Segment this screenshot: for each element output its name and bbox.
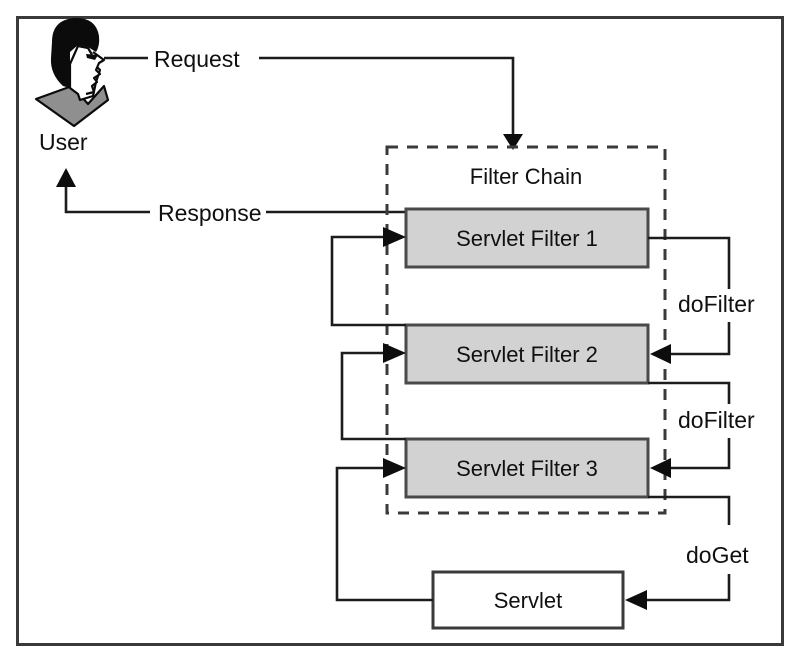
user-head-profile-icon bbox=[34, 17, 110, 128]
return-filter2-to-filter1-arrow-head bbox=[383, 227, 406, 247]
request-line bbox=[259, 56, 515, 136]
dofilter-label-1: doFilter bbox=[678, 291, 755, 317]
response-label: Response bbox=[158, 200, 262, 226]
request-label: Request bbox=[154, 46, 240, 72]
filter-chain-title: Filter Chain bbox=[470, 164, 582, 189]
filter-chain-container bbox=[385, 145, 667, 515]
doget-line-bottom bbox=[645, 574, 731, 602]
doget-arrow-head bbox=[625, 590, 647, 610]
return-filter3-to-filter2-arrow-head bbox=[383, 343, 406, 363]
doget-label: doGet bbox=[686, 542, 749, 568]
servlet-filter-3: Servlet Filter 3 bbox=[404, 437, 650, 499]
servlet-label: Servlet bbox=[494, 588, 562, 613]
dofilter-label-2: doFilter bbox=[678, 407, 755, 433]
return-servlet-to-filter3-line bbox=[335, 466, 433, 602]
dofilter-2-line-bottom bbox=[669, 438, 731, 470]
doget-line-top bbox=[648, 495, 731, 525]
dofilter-1-line-top bbox=[648, 236, 731, 289]
servlet-box: Servlet bbox=[431, 570, 625, 630]
dofilter-1-line-bottom bbox=[669, 322, 731, 356]
request-arrow-head bbox=[503, 134, 523, 150]
user-label: User bbox=[39, 129, 88, 155]
diagram-frame bbox=[16, 16, 784, 646]
response-line-left bbox=[64, 185, 150, 214]
servlet-filter-1-label: Servlet Filter 1 bbox=[456, 226, 598, 251]
servlet-filter-3-label: Servlet Filter 3 bbox=[456, 456, 598, 481]
dofilter-2-arrow-head bbox=[650, 458, 671, 478]
response-arrow-head bbox=[56, 168, 76, 187]
dofilter-1-arrow-head bbox=[650, 344, 671, 364]
return-servlet-to-filter3-arrow-head bbox=[383, 458, 406, 478]
dofilter-2-line-top bbox=[648, 381, 731, 404]
return-filter2-to-filter1-line bbox=[330, 235, 406, 327]
servlet-filter-2: Servlet Filter 2 bbox=[404, 323, 650, 385]
servlet-filter-2-label: Servlet Filter 2 bbox=[456, 342, 598, 367]
return-filter3-to-filter2-line bbox=[340, 351, 406, 441]
servlet-filter-1: Servlet Filter 1 bbox=[404, 207, 650, 269]
